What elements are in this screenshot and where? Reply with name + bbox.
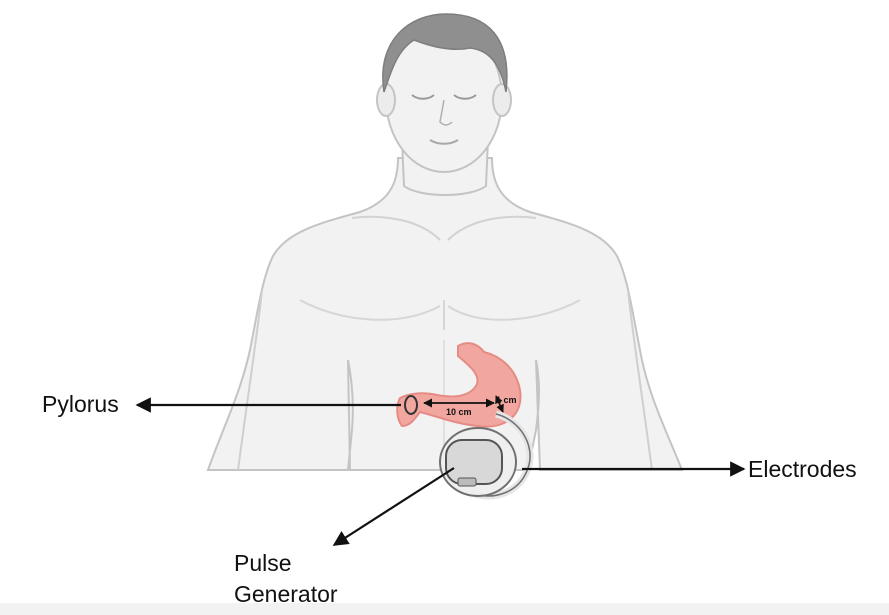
pylorus-ring: [404, 395, 418, 415]
pulse-generator-label-line2: Generator: [234, 581, 338, 607]
nose: [439, 99, 453, 126]
hair: [382, 13, 508, 93]
left-eye: [411, 94, 435, 100]
length-measure-label: 10 cm: [446, 407, 472, 417]
electrodes-label: Electrodes: [748, 456, 857, 482]
right-arm-line: [627, 289, 653, 471]
right-ear: [492, 83, 512, 117]
pulse-generator-body: [445, 439, 503, 485]
collarbones: [351, 215, 537, 241]
left-ear: [376, 83, 396, 117]
spacing-measure-label: 1 cm: [496, 395, 517, 405]
left-arm-line: [237, 289, 263, 471]
mouth: [429, 139, 459, 145]
pulse-generator: [439, 427, 517, 497]
pylorus-label: Pylorus: [42, 391, 119, 417]
human-figure: [206, 13, 684, 471]
bottom-band: [0, 603, 889, 615]
pulse-generator-label-line1: Pulse: [234, 550, 292, 576]
measurements: 10 cm 1 cm: [423, 395, 517, 417]
chest-lines: [299, 299, 581, 330]
pulse-generator-header: [457, 477, 477, 487]
right-eye: [453, 94, 477, 100]
pulse-generator-arrow: [332, 467, 455, 546]
pulse-generator-label: Pulse Generator: [234, 548, 338, 610]
spacing-measure-line: [495, 395, 504, 413]
